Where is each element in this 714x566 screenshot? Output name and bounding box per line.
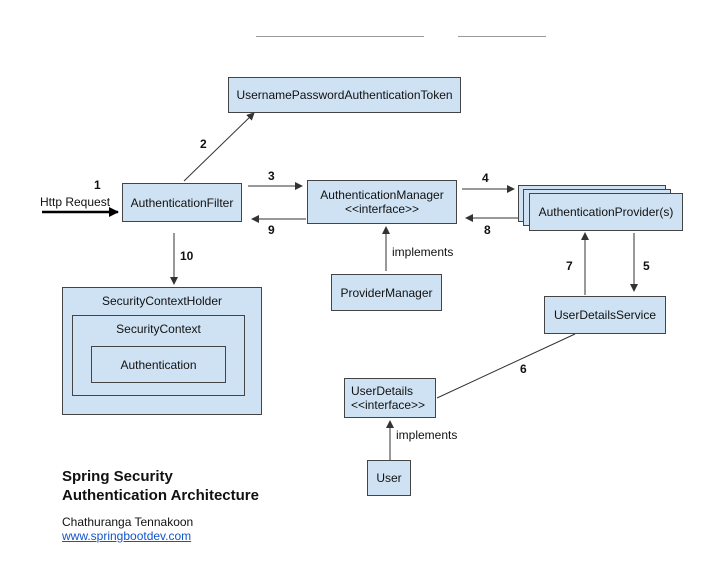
step-3: 3 <box>268 169 275 183</box>
step-1: 1 <box>94 178 101 192</box>
step-8: 8 <box>484 223 491 237</box>
step-6: 6 <box>520 362 527 376</box>
token-box: UsernamePasswordAuthenticationToken <box>228 77 461 113</box>
authentication-manager-box: AuthenticationManager <<interface>> <box>307 180 457 224</box>
step-5: 5 <box>643 259 650 273</box>
user-details-label: UserDetails <box>351 384 414 398</box>
implements-label-1: implements <box>392 245 454 259</box>
diagram-title-line-1: Spring Security <box>62 468 173 485</box>
top-rule-right <box>458 36 546 37</box>
diagram-title-line-2: Authentication Architecture <box>62 487 259 504</box>
implements-label-2: implements <box>396 428 458 442</box>
user-details-stereotype: <<interface>> <box>351 398 426 412</box>
user-box: User <box>367 460 411 496</box>
authentication-filter-label: AuthenticationFilter <box>130 195 234 210</box>
user-label: User <box>376 471 402 485</box>
authentication-label: Authentication <box>120 357 197 372</box>
step-9: 9 <box>268 223 275 237</box>
step-10: 10 <box>180 249 194 263</box>
provider-manager-label: ProviderManager <box>340 285 433 300</box>
authentication-filter-box: AuthenticationFilter <box>122 183 242 222</box>
provider-manager-box: ProviderManager <box>331 274 442 311</box>
authentication-provider-label: AuthenticationProvider(s) <box>538 205 674 219</box>
top-rule-left <box>256 36 424 37</box>
arrow-2 <box>183 112 255 182</box>
security-context-label: SecurityContext <box>116 322 201 336</box>
line-6 <box>436 333 576 399</box>
http-request-label: Http Request <box>40 195 111 209</box>
security-context-holder-label: SecurityContextHolder <box>101 294 223 308</box>
user-details-service-label: UserDetailsService <box>553 308 657 322</box>
token-label: UsernamePasswordAuthenticationToken <box>236 88 453 102</box>
step-4: 4 <box>482 171 489 185</box>
authentication-box: Authentication <box>91 346 226 383</box>
step-7: 7 <box>566 259 573 273</box>
authentication-manager-stereotype: <<interface>> <box>344 202 420 216</box>
authentication-manager-label: AuthenticationManager <box>320 188 444 202</box>
step-2: 2 <box>200 137 207 151</box>
website-link[interactable]: www.springbootdev.com <box>62 529 192 543</box>
author-name: Chathuranga Tennakoon <box>62 515 194 529</box>
authentication-provider-box: AuthenticationProvider(s) <box>529 193 683 231</box>
user-details-service-box: UserDetailsService <box>544 296 666 334</box>
user-details-box: UserDetails <<interface>> <box>344 378 436 418</box>
